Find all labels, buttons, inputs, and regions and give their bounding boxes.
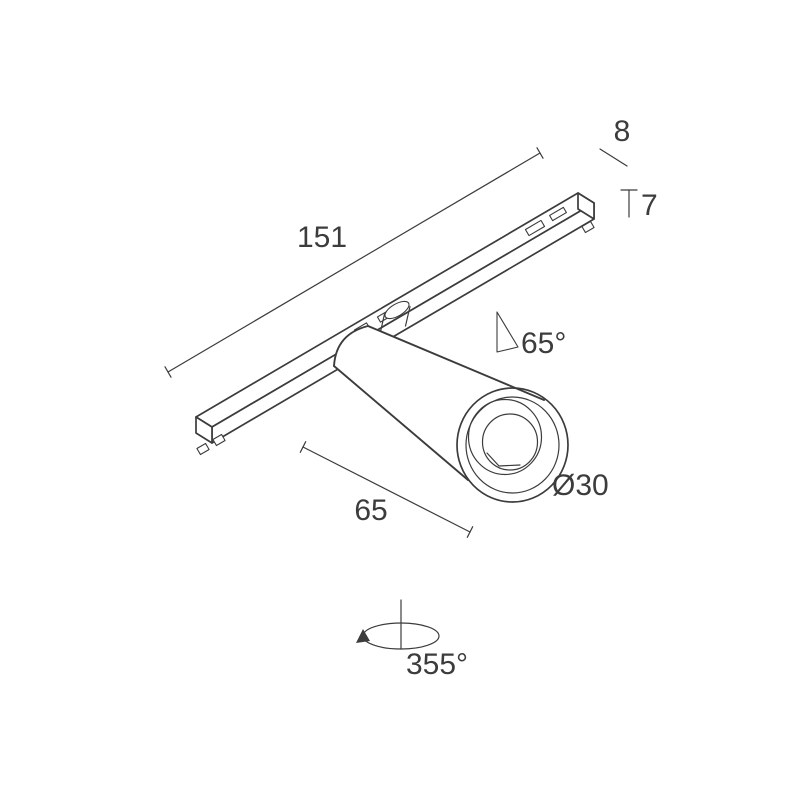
lens-recess-ring [467, 398, 543, 476]
rail-end-face-right [577, 192, 595, 220]
bezel-outer-ring [456, 387, 569, 503]
knuckle-top-ellipse [384, 300, 410, 320]
tilt-angle-indicator: 65° [496, 311, 566, 360]
dim-track-length: 151 [164, 147, 544, 378]
dim-body-length-label: 65 [354, 494, 387, 527]
dim-tick [299, 441, 307, 453]
rail-end-face-left [195, 416, 213, 444]
dim-track-width: 8 [599, 115, 631, 167]
rotation-indicator: 355° [356, 599, 468, 681]
rail-end-feet [196, 220, 595, 456]
dim-tick [466, 526, 474, 538]
spotlight-body [333, 325, 569, 503]
contact-clip [549, 206, 567, 222]
rotation-arrow-icon [356, 629, 370, 643]
knuckle-side-right [404, 305, 411, 327]
body-rear-cap [333, 325, 369, 367]
contact-clip [524, 219, 546, 237]
dim-track-height-label: 7 [641, 189, 658, 222]
lamp-notch [486, 452, 521, 467]
rail-contact-clips-right [524, 206, 567, 237]
dim-track-width-label: 8 [614, 115, 631, 148]
tilt-angle-wedge-icon [496, 311, 519, 353]
head-diameter-label: Ø30 [552, 469, 609, 502]
bezel-inner-ring [465, 396, 560, 494]
lamp-ring [481, 413, 539, 471]
rail-foot [196, 442, 210, 456]
dim-body-length-line [302, 446, 471, 533]
tilt-angle-label: 65° [521, 327, 566, 360]
dim-tick [536, 147, 544, 159]
dim-head-diameter: Ø30 [552, 469, 609, 502]
dim-track-height: 7 [620, 189, 658, 222]
body-top-edge [367, 325, 545, 401]
dim-body-length: 65 [299, 441, 474, 538]
dim-track-length-line [167, 152, 541, 373]
dim-track-width-line [599, 148, 628, 167]
dim-tick [164, 366, 172, 378]
rail-foot [212, 433, 226, 447]
rotation-angle-label: 355° [406, 648, 468, 681]
rail-foot [581, 220, 595, 234]
dim-track-length-label: 151 [297, 221, 347, 254]
body-bottom-edge [333, 365, 469, 481]
